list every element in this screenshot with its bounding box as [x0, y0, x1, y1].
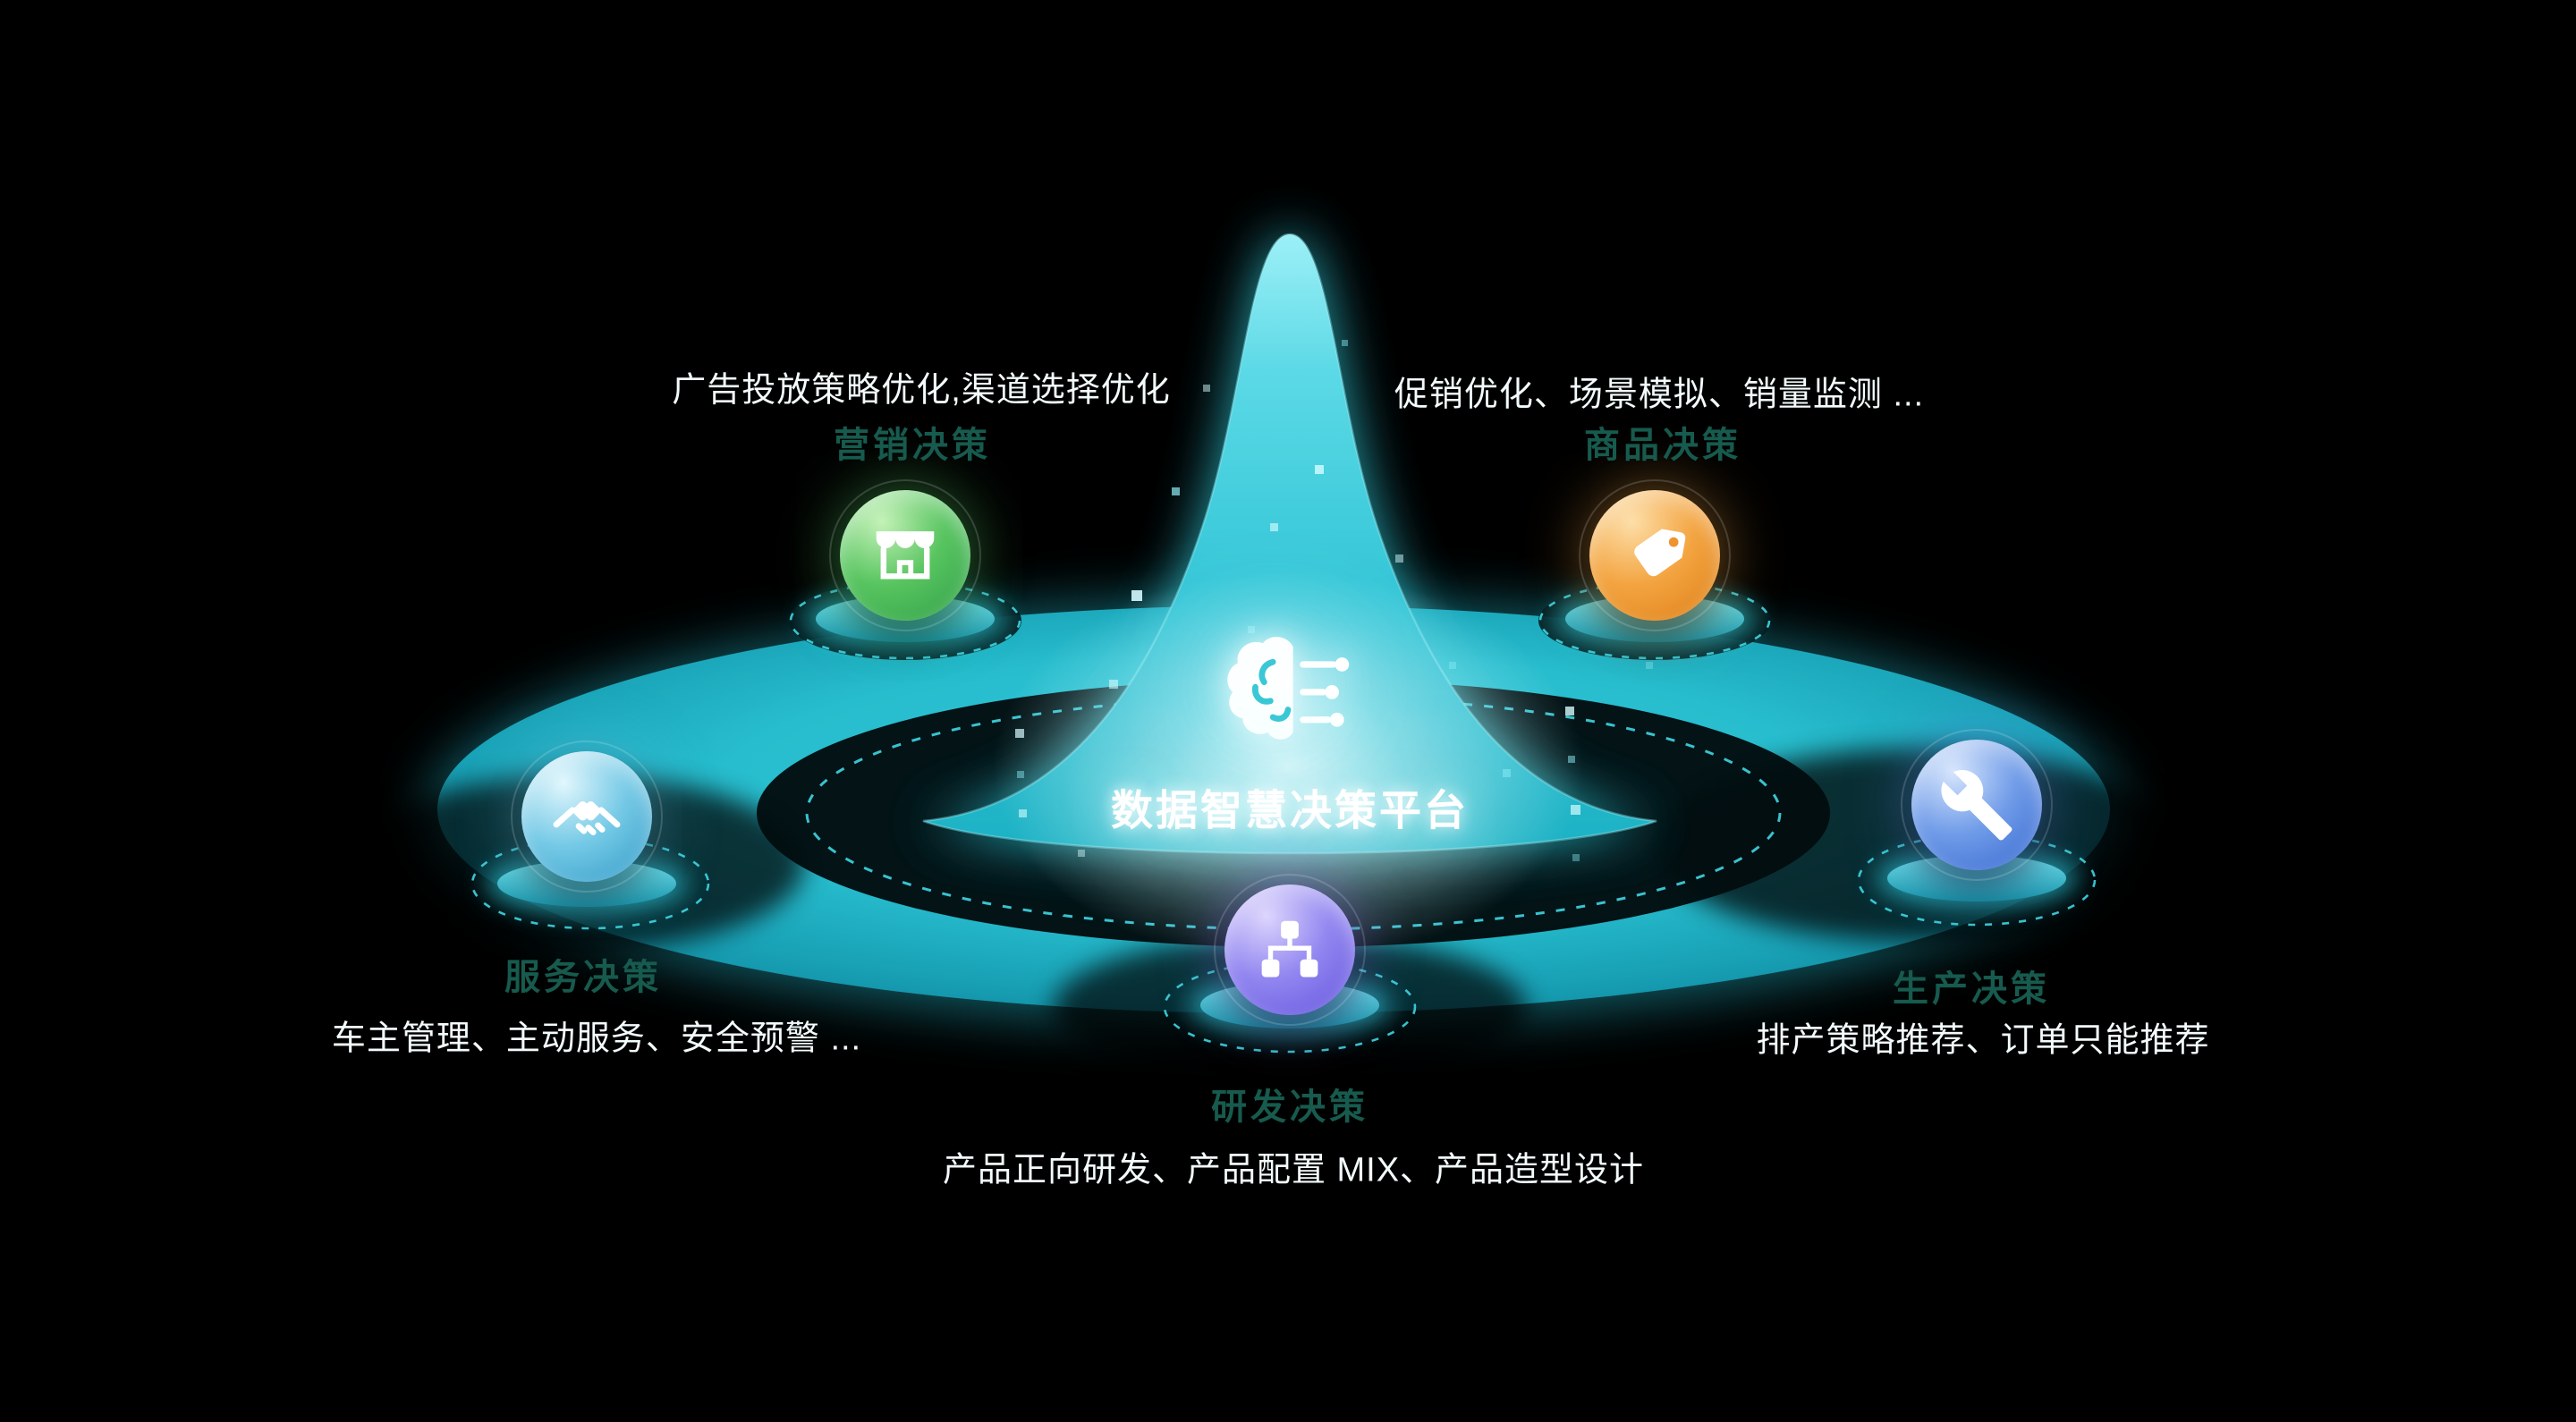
sitemap-icon	[1261, 920, 1318, 978]
handshake-icon	[553, 800, 621, 835]
node-service-desc: 车主管理、主动服务、安全预警 ...	[331, 1020, 862, 1058]
node-rnd-desc: 产品正向研发、产品配置 MIX、产品造型设计	[942, 1151, 1645, 1189]
node-production-bubble	[1901, 729, 2053, 881]
wrench-icon	[1941, 769, 2012, 841]
node-production-label: 生产决策	[1893, 969, 2050, 1009]
node-production-desc: 排产策略推荐、订单只能推荐	[1756, 1021, 2210, 1060]
node-commodity-desc: 促销优化、场景模拟、销量监测 ...	[1394, 376, 1925, 414]
node-commodity-label: 商品决策	[1584, 426, 1741, 465]
platform-title: 数据智慧决策平台	[1111, 786, 1469, 834]
node-service-bubble	[511, 741, 663, 893]
node-rnd-label: 研发决策	[1211, 1088, 1368, 1127]
node-marketing-label: 营销决策	[834, 426, 991, 465]
node-marketing-bubble	[829, 479, 981, 631]
node-commodity-bubble	[1579, 479, 1731, 631]
node-rnd-bubble	[1214, 874, 1366, 1026]
platform-core-emblem	[1208, 632, 1368, 767]
storefront-icon	[876, 531, 935, 580]
core-peak	[922, 233, 1657, 964]
node-service-label: 服务决策	[504, 958, 662, 997]
particles	[1015, 340, 1653, 861]
brain-circuit-icon	[1227, 637, 1350, 740]
price-tag-icon	[1634, 529, 1686, 577]
node-marketing-desc: 广告投放策略优化,渠道选择优化	[672, 371, 1171, 410]
